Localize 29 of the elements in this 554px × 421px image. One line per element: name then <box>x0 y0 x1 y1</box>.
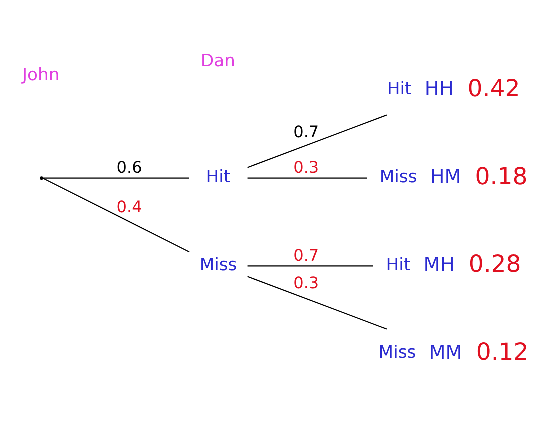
label: Dan <box>200 51 236 72</box>
node-text: Hit <box>206 166 231 187</box>
edge-label: 0.6 <box>116 157 142 176</box>
node-text: Hit <box>387 79 412 100</box>
edge-label: 0.3 <box>294 273 320 292</box>
connector <box>248 114 388 168</box>
edge-label: 0.7 <box>294 245 320 264</box>
node-text: Hit <box>386 254 411 275</box>
node-label: 0.28 <box>468 250 522 278</box>
node-text: Miss <box>380 166 418 187</box>
node-label: MM <box>429 340 462 364</box>
connector <box>42 177 190 252</box>
node-text: Miss <box>200 254 238 275</box>
connector <box>248 177 368 178</box>
node-label: MH <box>424 252 455 276</box>
label: John <box>22 65 60 86</box>
connector <box>248 265 374 266</box>
edge-label: 0.3 <box>294 157 320 176</box>
edge-label: 0.4 <box>116 197 142 216</box>
node-label: 0.42 <box>468 74 520 102</box>
node-label: 0.18 <box>475 162 528 190</box>
node-point <box>40 176 44 180</box>
node-text: Miss <box>378 342 416 363</box>
edge-label: 0.7 <box>294 122 320 142</box>
node-label: HM <box>430 164 462 188</box>
connector <box>248 276 388 330</box>
node-label: HH <box>424 76 454 100</box>
connector <box>42 177 190 178</box>
node-label: 0.12 <box>476 338 529 366</box>
